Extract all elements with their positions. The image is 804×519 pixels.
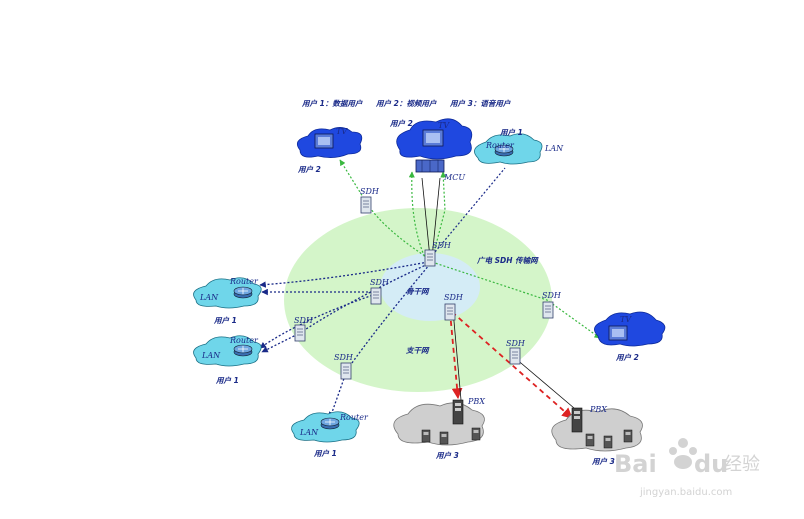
pbx-icon <box>452 399 464 425</box>
user-label: 用户 3 <box>591 457 615 466</box>
user-label: 用户 2 <box>615 353 639 362</box>
router-label: Router <box>339 413 369 422</box>
watermark-brand-cn: 经验 <box>724 454 760 475</box>
router-icon <box>233 286 253 299</box>
lan-label: LAN <box>299 428 319 437</box>
tv-icon <box>608 325 628 341</box>
phone-icon <box>623 429 633 443</box>
user-label: 用户 2 <box>297 165 321 174</box>
legend-user1: 用户 1：数据用户 <box>301 99 363 108</box>
phone-icon <box>471 427 481 441</box>
router-label: Router <box>229 336 259 345</box>
router-icon <box>233 344 253 357</box>
sdh-node-icon <box>444 303 456 321</box>
router-icon <box>320 417 340 430</box>
mcu-icon <box>415 159 445 173</box>
watermark-url: jingyan.baidu.com <box>639 487 732 498</box>
phone-icon <box>439 431 449 445</box>
pbx-label: PBX <box>467 397 485 406</box>
sdh-node-icon <box>360 196 372 214</box>
tv-label: TV <box>438 121 450 130</box>
legend-user2: 用户 2：视频用户 <box>375 99 437 108</box>
sdh-node-icon <box>340 362 352 380</box>
sdh-label: SDH <box>542 291 562 300</box>
tv-icon <box>422 129 444 147</box>
cloud-lan-left-1 <box>193 277 262 309</box>
ring-label-backbone: 骨干网 <box>406 287 430 296</box>
sdh-node-icon <box>542 301 554 319</box>
sdh-label: SDH <box>334 353 354 362</box>
sdh-label: SDH <box>360 187 380 196</box>
sdh-label: SDH <box>370 278 390 287</box>
paw-icon <box>669 438 697 469</box>
tv-label: TV <box>336 127 348 136</box>
tv-icon <box>314 133 334 149</box>
user-label: 用户 3 <box>435 451 459 460</box>
user-label: 用户 1 <box>215 376 239 385</box>
cloud-lan-left-2 <box>193 335 262 367</box>
cloud-pbx-center <box>393 402 485 446</box>
legend-user3: 用户 3：语音用户 <box>449 99 511 108</box>
mcu-label: MCU <box>443 173 465 182</box>
lan-label: LAN <box>544 144 564 153</box>
sdh-node-icon <box>370 287 382 305</box>
sdh-label: SDH <box>432 241 452 250</box>
watermark-brand-left: Bai <box>614 450 657 478</box>
tv-label: TV <box>620 315 632 324</box>
phone-icon <box>421 429 431 443</box>
phone-icon <box>603 435 613 449</box>
sdh-label: SDH <box>294 316 314 325</box>
sdh-label: SDH <box>506 339 526 348</box>
user-label: 用户 1 <box>313 449 337 458</box>
user-label: 用户 2 <box>389 119 413 128</box>
router-label: Router <box>485 141 515 150</box>
phone-icon <box>585 433 595 447</box>
user-label: 用户 1 <box>499 128 523 137</box>
user-label: 用户 1 <box>213 316 237 325</box>
watermark: Bai du 经验 jingyan.baidu.com <box>614 438 760 498</box>
ring-label-outer: 广电 SDH 传输网 <box>476 256 539 265</box>
sdh-node-icon <box>294 324 306 342</box>
sdh-label: SDH <box>444 293 464 302</box>
pbx-label: PBX <box>589 405 607 414</box>
sdh-node-icon <box>509 347 521 365</box>
watermark-brand-right: du <box>694 450 728 478</box>
router-label: Router <box>229 277 259 286</box>
sdh-node-icon <box>424 249 436 267</box>
lan-label: LAN <box>201 351 221 360</box>
pbx-icon <box>571 407 583 433</box>
lan-label: LAN <box>199 293 219 302</box>
ring-label-branch: 支干网 <box>405 346 430 355</box>
links <box>259 159 601 419</box>
